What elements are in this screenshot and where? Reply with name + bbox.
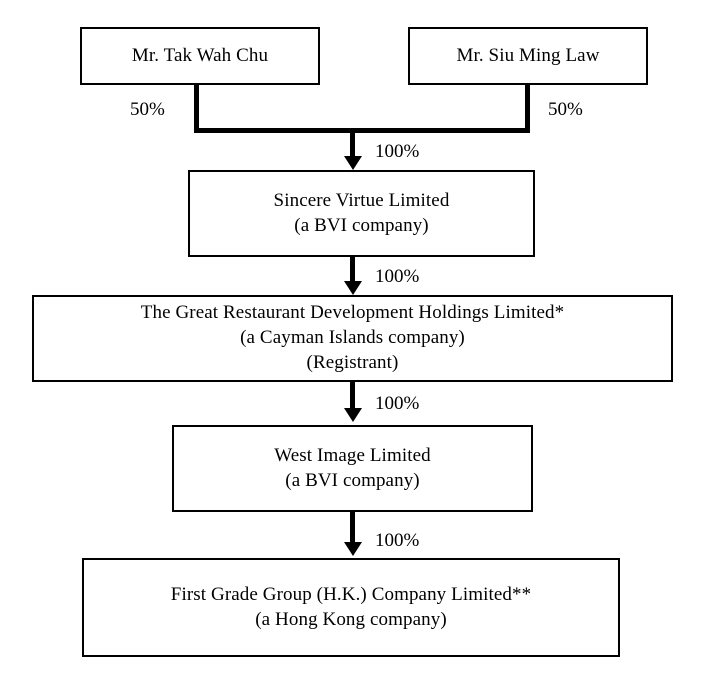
- arrow-head-to-sincere-virtue: [344, 156, 362, 170]
- edge-label-chu-50-percent: 50%: [130, 99, 165, 120]
- connector-law-stem: [525, 85, 530, 133]
- node-registrant-line-1: The Great Restaurant Development Holding…: [140, 302, 565, 324]
- node-west-line-2: (a BVI company): [285, 469, 420, 491]
- arrow-head-to-registrant: [344, 281, 362, 295]
- arrow-shaft-to-west-image: [350, 382, 355, 410]
- node-mr-tak-wah-chu: Mr. Tak Wah Chu: [80, 27, 320, 85]
- node-sincere-line-1: Sincere Virtue Limited: [273, 189, 450, 211]
- node-first-line-2: (a Hong Kong company): [255, 608, 447, 630]
- node-law-line-1: Mr. Siu Ming Law: [456, 44, 600, 66]
- node-mr-siu-ming-law: Mr. Siu Ming Law: [408, 27, 648, 85]
- node-west-image-limited: West Image Limited (a BVI company): [172, 425, 533, 512]
- edge-label-west-100-percent: 100%: [375, 393, 420, 414]
- edge-label-registrant-100-percent: 100%: [375, 266, 420, 287]
- arrow-head-to-west-image: [344, 408, 362, 422]
- node-great-restaurant-development-holdings: The Great Restaurant Development Holding…: [32, 295, 673, 382]
- node-west-line-1: West Image Limited: [274, 444, 431, 466]
- node-first-line-1: First Grade Group (H.K.) Company Limited…: [170, 583, 532, 605]
- arrow-head-to-first-grade-group: [344, 542, 362, 556]
- connector-shareholder-bar: [194, 128, 530, 133]
- node-first-grade-group-hk-company-limited: First Grade Group (H.K.) Company Limited…: [82, 558, 620, 657]
- node-registrant-line-2: (a Cayman Islands company): [240, 327, 465, 349]
- node-registrant-line-3: (Registrant): [306, 351, 399, 373]
- arrow-shaft-to-registrant: [350, 257, 355, 283]
- connector-chu-stem: [194, 85, 199, 133]
- edge-label-first-100-percent: 100%: [375, 530, 420, 551]
- arrow-shaft-to-first-grade-group: [350, 512, 355, 544]
- node-sincere-virtue-limited: Sincere Virtue Limited (a BVI company): [188, 170, 535, 257]
- node-chu-line-1: Mr. Tak Wah Chu: [131, 44, 269, 66]
- edge-label-law-50-percent: 50%: [548, 99, 583, 120]
- arrow-shaft-to-sincere-virtue: [350, 128, 355, 158]
- node-sincere-line-2: (a BVI company): [294, 214, 429, 236]
- edge-label-sincere-100-percent: 100%: [375, 141, 420, 162]
